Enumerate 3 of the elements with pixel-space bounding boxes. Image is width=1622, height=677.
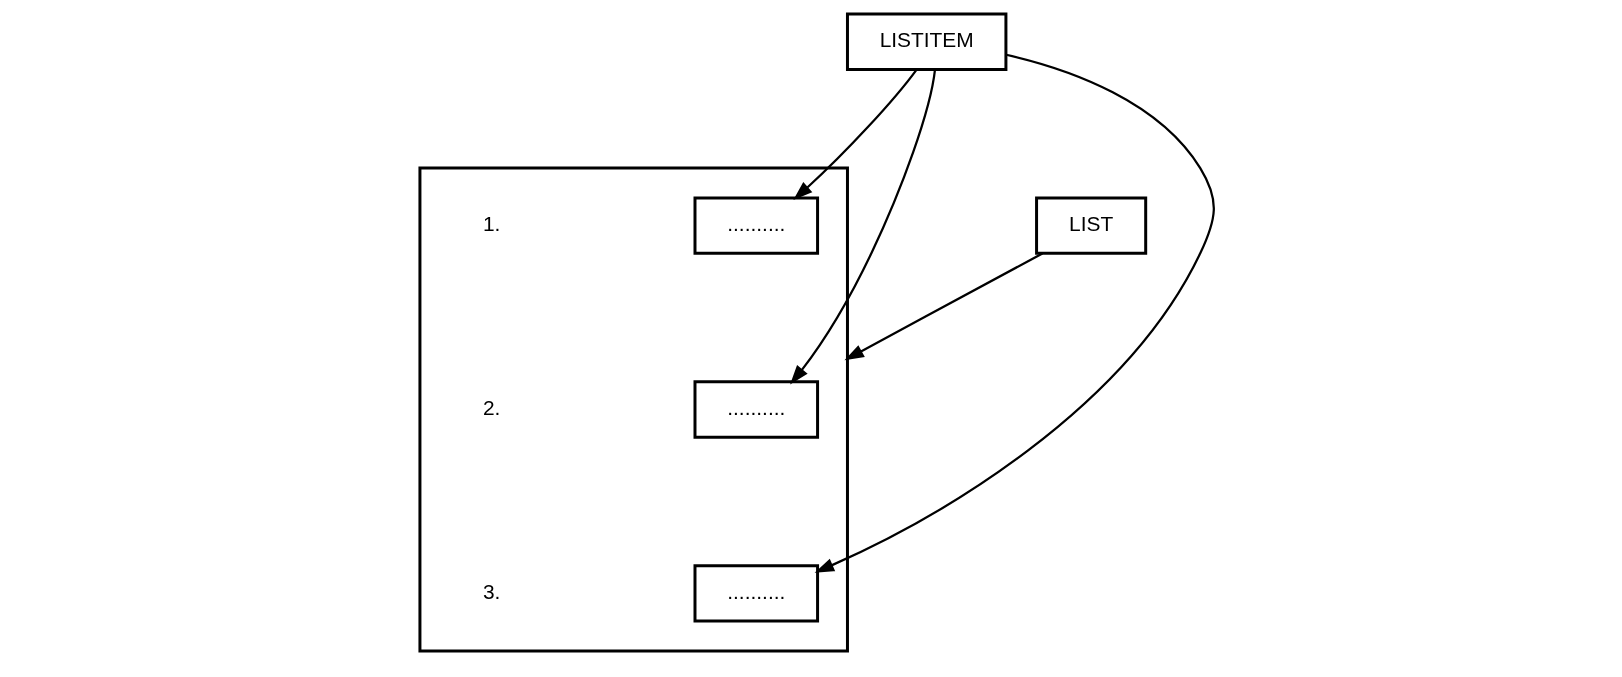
label: 2.	[482, 396, 501, 420]
label: 1.	[482, 212, 501, 236]
label: 3.	[482, 579, 501, 603]
